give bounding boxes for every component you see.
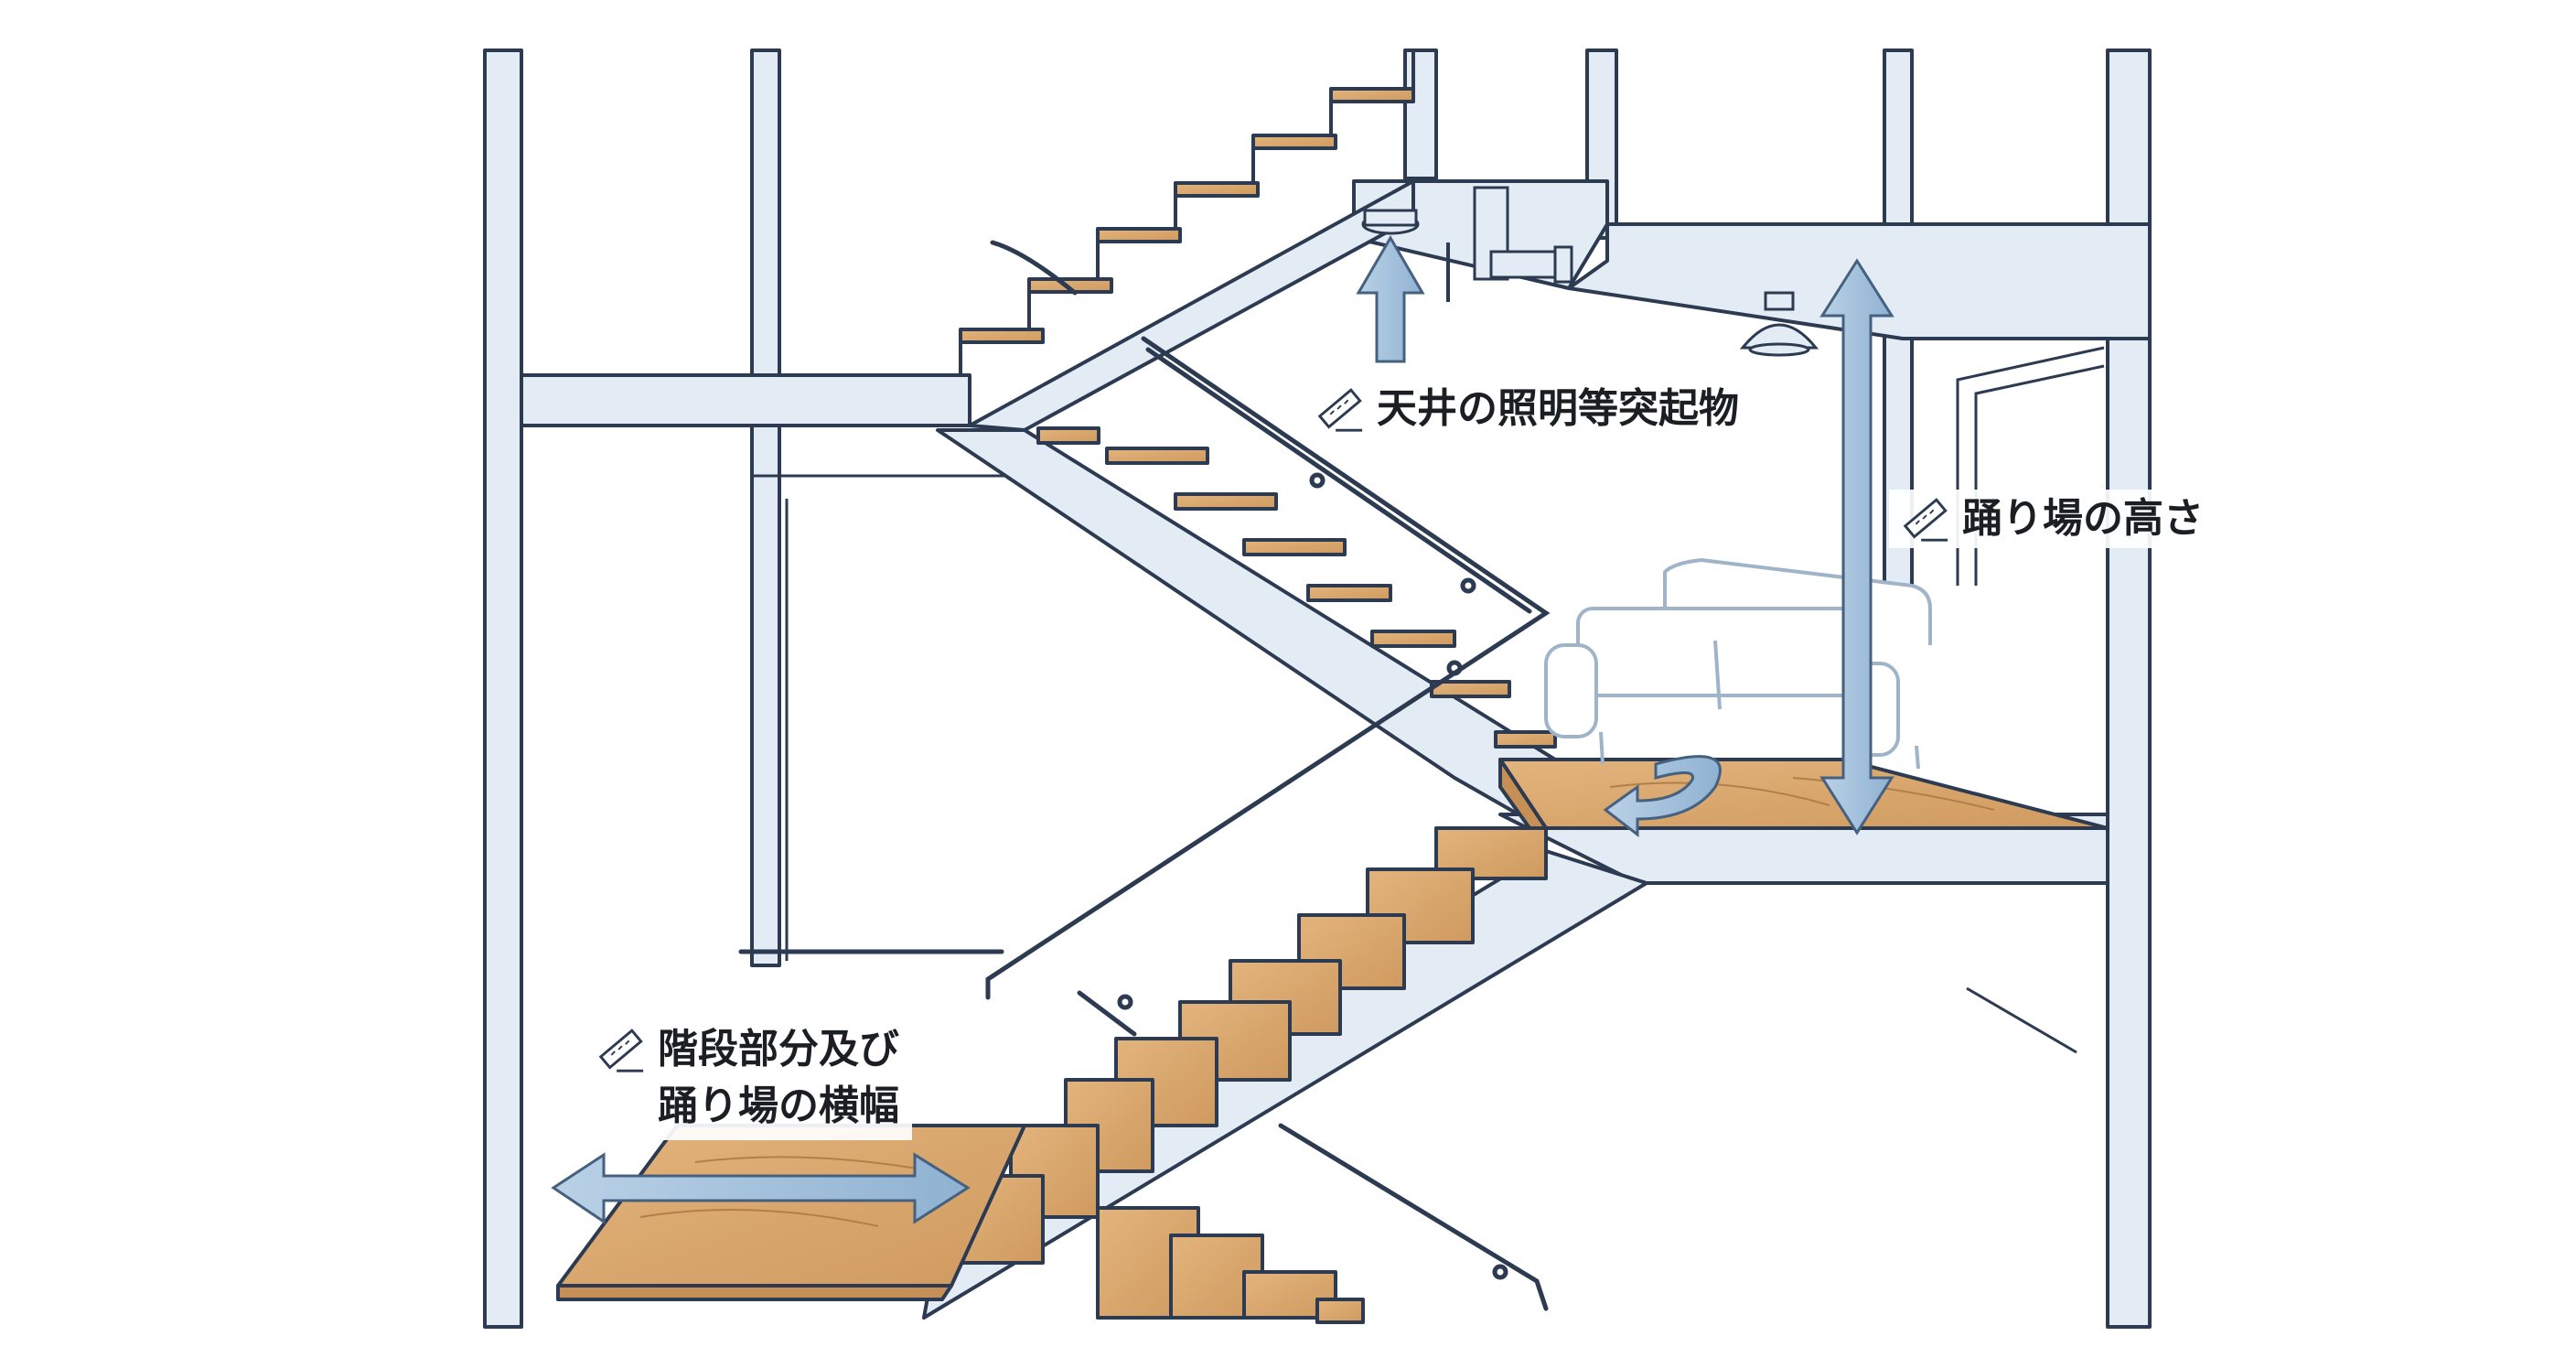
- bottom-flight: [1096, 1206, 1365, 1324]
- width-text-line1: 階段部分及び: [658, 1026, 899, 1072]
- sofa-icon: [1544, 558, 1932, 770]
- lower-flight: [922, 826, 1648, 1320]
- ceiling-fixture-label: 天井の照明等突起物: [1304, 380, 1748, 438]
- handrails: [738, 240, 1551, 1311]
- ceiling-lamp-icon: [1739, 291, 1819, 357]
- double-arrow-horizontal-icon: [551, 1152, 971, 1224]
- lower-landing: [556, 1124, 1026, 1301]
- ruler-icon: [1317, 388, 1363, 432]
- ceiling-fixture-text: 天井の照明等突起物: [1377, 385, 1739, 432]
- ruler-icon: [1903, 498, 1948, 542]
- middle-flight: [936, 426, 1557, 816]
- landing-height-label: 踊り場の高さ: [1889, 490, 2213, 548]
- upper-flight: [959, 50, 1415, 432]
- double-arrow-vertical-icon: [1819, 258, 1894, 835]
- turn-arrow-icon: [1603, 755, 1722, 838]
- width-text-line2: 踊り場の横幅: [658, 1083, 899, 1129]
- arrow-up-icon: [1356, 235, 1425, 363]
- pipe-icon: [1446, 186, 1573, 302]
- width-label: 階段部分及び 踊り場の横幅: [581, 1016, 912, 1140]
- ruler-icon: [598, 1029, 644, 1072]
- landing-height-text: 踊り場の高さ: [1962, 495, 2204, 542]
- smoke-detector-icon: [1361, 209, 1420, 235]
